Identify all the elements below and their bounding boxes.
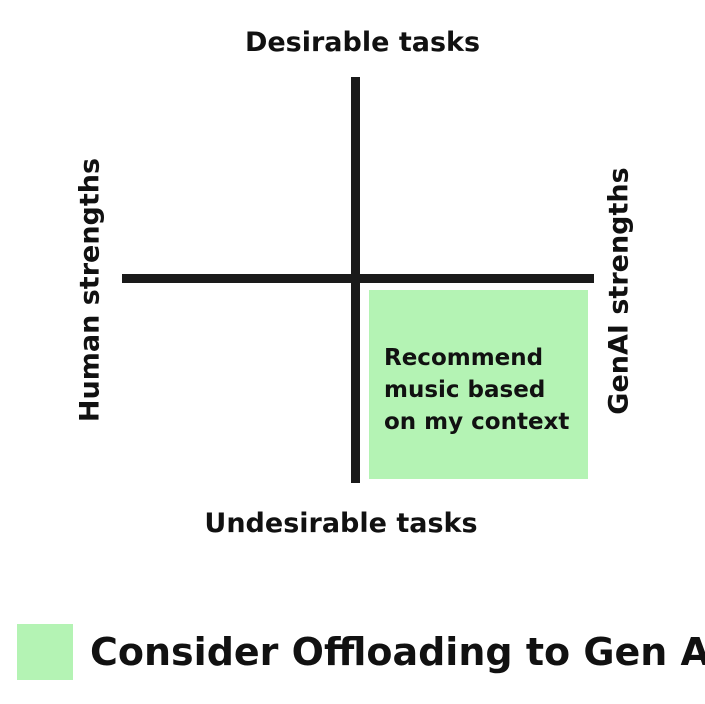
horizontal-axis-line [122,274,594,283]
quadrant-task-text: Recommend music based on my context [384,342,584,438]
quadrant-text-line: on my context [384,409,570,435]
axis-label-undesirable-tasks: Undesirable tasks [204,508,478,539]
highlighted-quadrant [369,290,588,479]
axis-label-genai-strengths: GenAI strengths [603,167,635,415]
axis-label-human-strengths: Human strengths [74,157,106,423]
legend-label: Consider Offloading to Gen AI [90,630,705,674]
legend-swatch [17,624,73,680]
axis-label-desirable-tasks: Desirable tasks [244,27,481,58]
quadrant-text-line: music based [384,377,546,403]
quadrant-text-line: Recommend [384,345,544,371]
